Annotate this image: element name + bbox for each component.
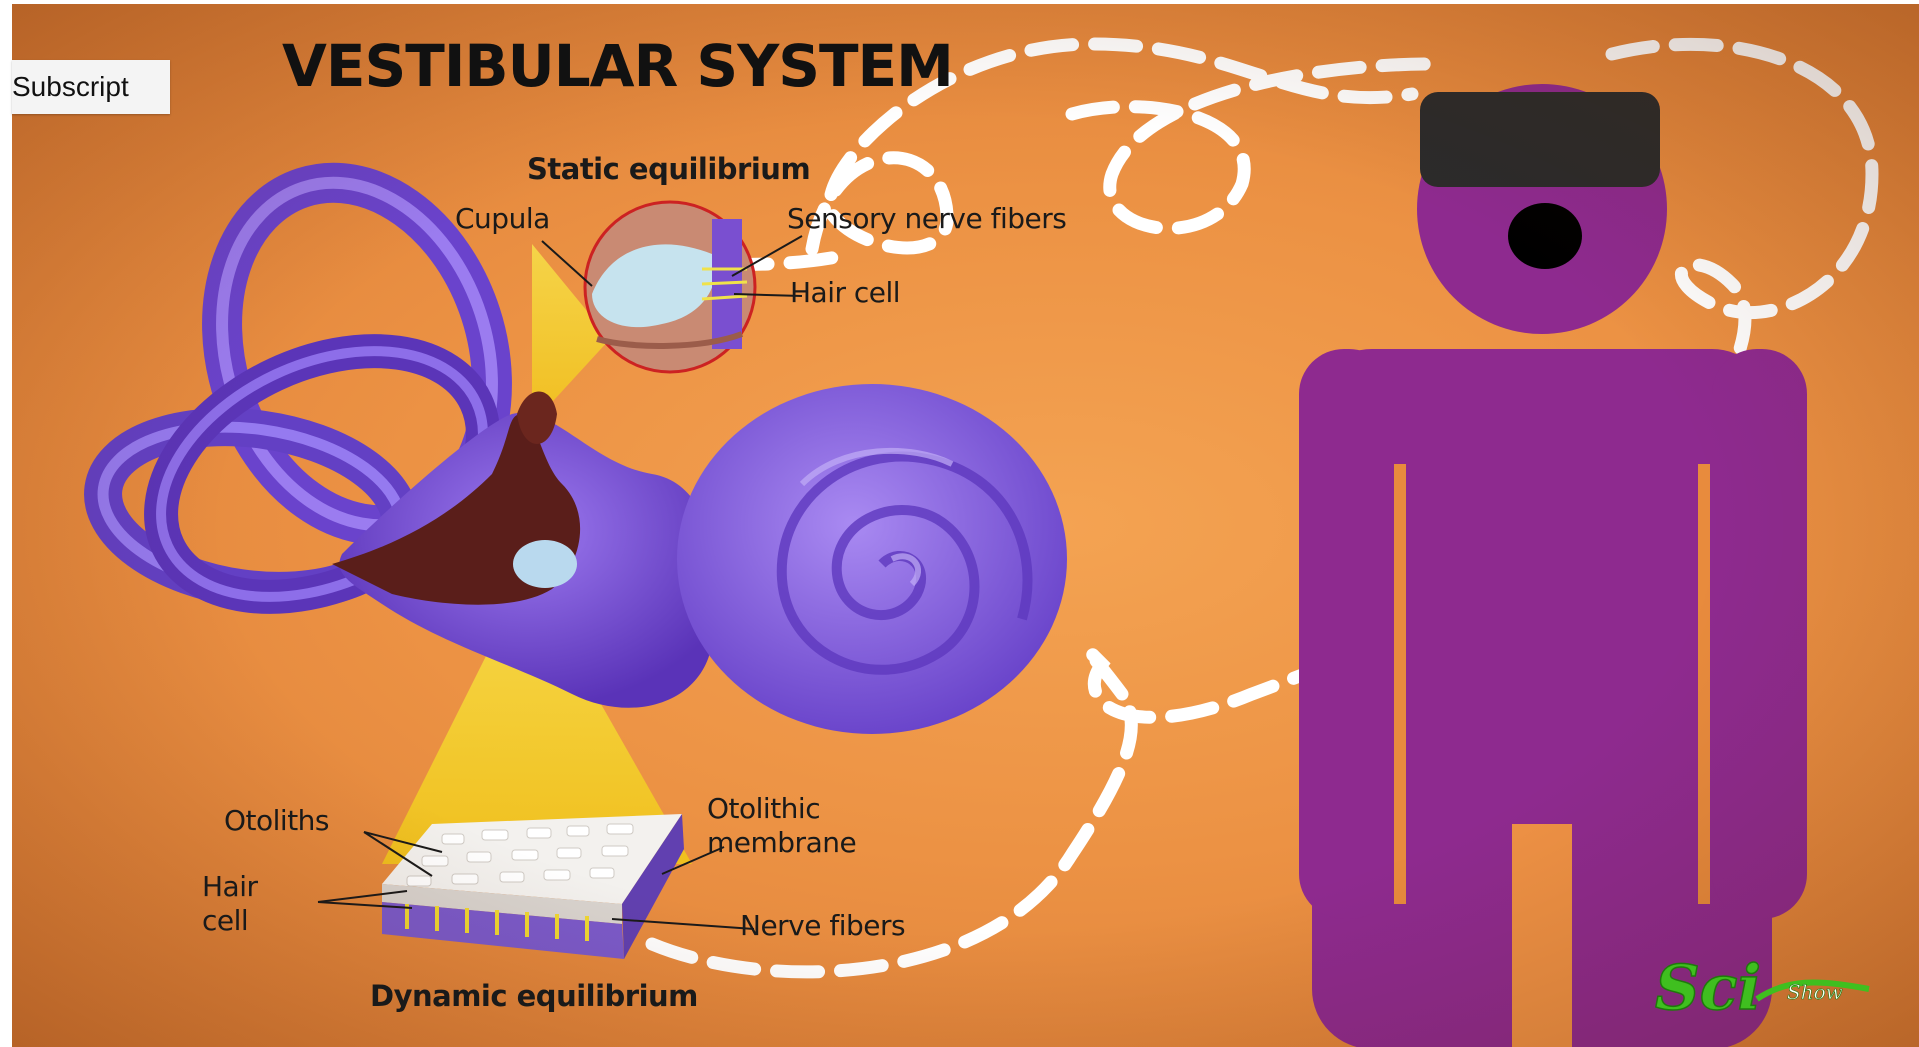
video-frame: VESTIBULAR SYSTEM Static equilibrium Cup…: [12, 4, 1919, 1047]
svg-text:Show: Show: [1787, 980, 1843, 1004]
illustration: [12, 4, 1919, 1047]
label-sensory-nerve-fibers: Sensory nerve fibers: [787, 202, 1066, 235]
cochlea: [677, 384, 1067, 734]
label-dynamic-equilibrium: Dynamic equilibrium: [370, 979, 698, 1013]
diagram-title: VESTIBULAR SYSTEM: [282, 32, 953, 100]
label-hair-cell-bottom: Hair cell: [202, 870, 282, 938]
vr-headset: [1420, 92, 1660, 187]
label-cupula: Cupula: [455, 202, 550, 235]
magnified-cupula: [585, 202, 755, 372]
otolith-block: [382, 814, 684, 959]
label-nerve-fibers: Nerve fibers: [740, 909, 905, 942]
svg-text:Sci: Sci: [1655, 951, 1761, 1024]
label-otolithic-membrane: Otolithic membrane: [707, 792, 887, 860]
label-hair-cell-top: Hair cell: [790, 276, 900, 309]
label-static-equilibrium: Static equilibrium: [527, 152, 810, 186]
person-figure: [1299, 84, 1807, 1047]
mouth: [1508, 203, 1582, 269]
label-otoliths: Otoliths: [224, 804, 329, 837]
macula: [513, 540, 577, 588]
scishow-logo: Sci Show: [1647, 939, 1877, 1034]
subscript-button[interactable]: Subscript: [12, 60, 170, 114]
